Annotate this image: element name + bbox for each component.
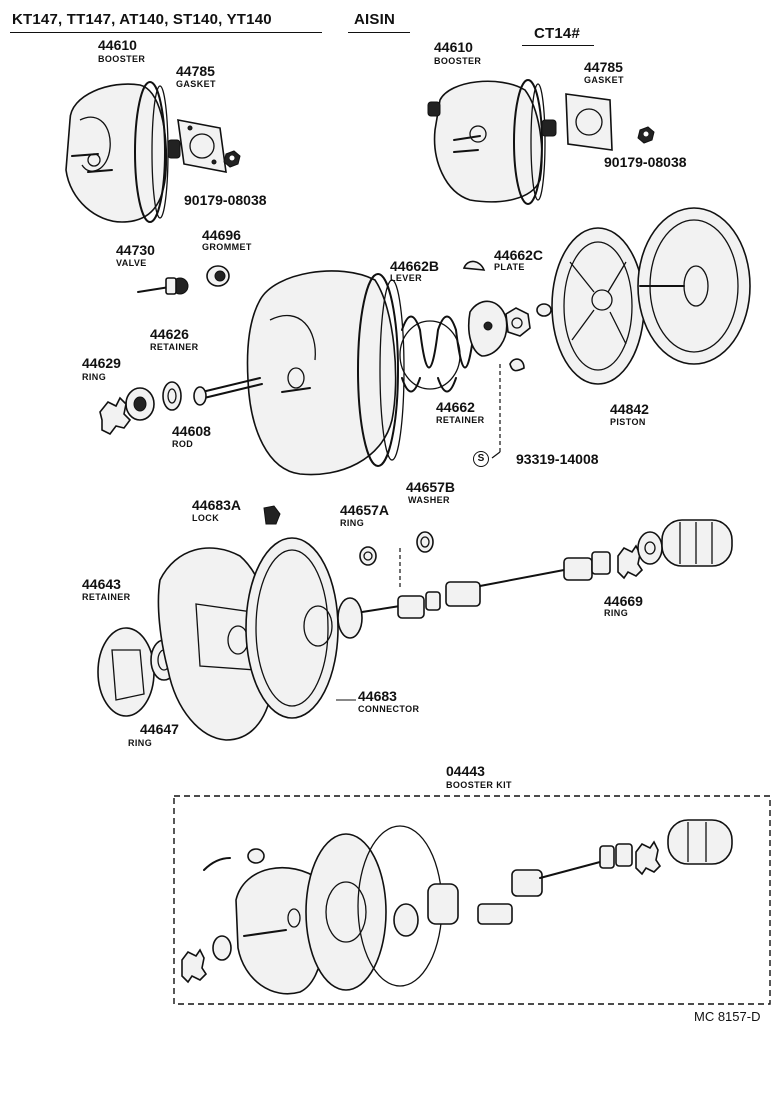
ring-44669-name: RING: [604, 608, 629, 618]
std-part-symbol: S: [473, 451, 489, 467]
rod-number: 44608: [172, 423, 211, 439]
retainer-44626-name: RETAINER: [150, 342, 199, 352]
booster-center-drawing: [246, 270, 405, 476]
plate-name: PLATE: [494, 262, 525, 272]
gasket-right-number: 44785: [584, 59, 623, 75]
retainer-44643-name: RETAINER: [82, 592, 131, 602]
ring-44669-number: 44669: [604, 593, 643, 609]
gasket-left-number: 44785: [176, 63, 215, 79]
variant-underline: [522, 45, 594, 46]
nut-right-number: 90179-08038: [604, 154, 687, 170]
ring-44647-number: 44647: [140, 721, 179, 737]
retainer-44643-drawing: [97, 627, 155, 717]
gasket-left-drawing: [177, 119, 227, 173]
washer-name: WASHER: [408, 495, 450, 505]
booster-left-name: BOOSTER: [98, 54, 146, 64]
rod-name: ROD: [172, 439, 194, 449]
retainer-44643-number: 44643: [82, 576, 121, 592]
booster-kit-number: 04443: [446, 763, 485, 779]
gasket-right-name: GASKET: [584, 75, 624, 85]
connector-drawing: [245, 537, 356, 719]
lock-name: LOCK: [192, 513, 220, 523]
retainer-44626-number: 44626: [150, 326, 189, 342]
grommet-name: GROMMET: [202, 242, 252, 252]
nut-left-number: 90179-08038: [184, 192, 267, 208]
ring-44657a-name: RING: [340, 518, 365, 528]
std-part-number: 93319-14008: [516, 451, 599, 467]
front-shell-drawing: [157, 547, 276, 741]
ring-44647-name: RING: [128, 738, 153, 748]
piston-number: 44842: [610, 401, 649, 417]
booster-right-drawing: [427, 79, 557, 205]
lever-number: 44662B: [390, 258, 440, 274]
booster-right-number: 44610: [434, 39, 473, 55]
plate-drawing: [505, 303, 552, 372]
maker-header: AISIN: [354, 11, 396, 28]
valve-body-drawing: [337, 551, 611, 639]
booster-left-number: 44610: [98, 37, 137, 53]
maker-underline: [348, 32, 410, 33]
valve-number: 44730: [116, 242, 155, 258]
piston-drawing: [551, 207, 751, 385]
diagram-code: MC 8157-D: [694, 1009, 761, 1024]
grommet-drawing: [206, 265, 230, 287]
gasket-left-name: GASKET: [176, 79, 216, 89]
retainer-44662-number: 44662: [436, 399, 475, 415]
retainer-44662-name: RETAINER: [436, 415, 485, 425]
retainer-44662-drawing: [467, 300, 508, 357]
ring-44657a-drawing: [359, 546, 377, 566]
connector-name: CONNECTOR: [358, 704, 420, 714]
ring-44657a-number: 44657A: [340, 502, 390, 518]
nut-right-drawing: [637, 126, 655, 144]
lever-drawing: [462, 260, 486, 271]
plate-number: 44662C: [494, 247, 544, 263]
models-header: KT147, TT147, AT140, ST140, YT140: [12, 11, 272, 28]
lever-name: LEVER: [390, 273, 423, 283]
booster-kit-name: BOOSTER KIT: [446, 780, 512, 790]
retainer-44626-drawing: [162, 381, 182, 411]
booster-right-name: BOOSTER: [434, 56, 482, 66]
washer-number: 44657B: [406, 479, 456, 495]
booster-kit-drawing: [173, 795, 771, 1005]
valve-name: VALVE: [116, 258, 147, 268]
ring-44629-number: 44629: [82, 355, 121, 371]
connector-number: 44683: [358, 688, 397, 704]
ring-44629-drawing: [99, 387, 155, 436]
rod-drawing: [193, 377, 263, 406]
lock-drawing: [263, 505, 281, 525]
spring-drawing: [399, 315, 475, 393]
lock-number: 44683A: [192, 497, 242, 513]
grommet-number: 44696: [202, 227, 241, 243]
ring-44669-drawing: [617, 544, 644, 580]
piston-name: PISTON: [610, 417, 646, 427]
diaphragm-drawing: [637, 519, 733, 567]
nut-left-drawing: [223, 150, 241, 168]
gasket-right-drawing: [565, 93, 613, 151]
valve-drawing: [137, 277, 189, 295]
ring-44629-name: RING: [82, 372, 107, 382]
models-underline: [10, 32, 322, 33]
variant-header: CT14#: [534, 25, 581, 42]
booster-left-drawing: [65, 81, 181, 223]
washer-drawing: [399, 531, 434, 588]
std-part-leader: [491, 364, 501, 459]
